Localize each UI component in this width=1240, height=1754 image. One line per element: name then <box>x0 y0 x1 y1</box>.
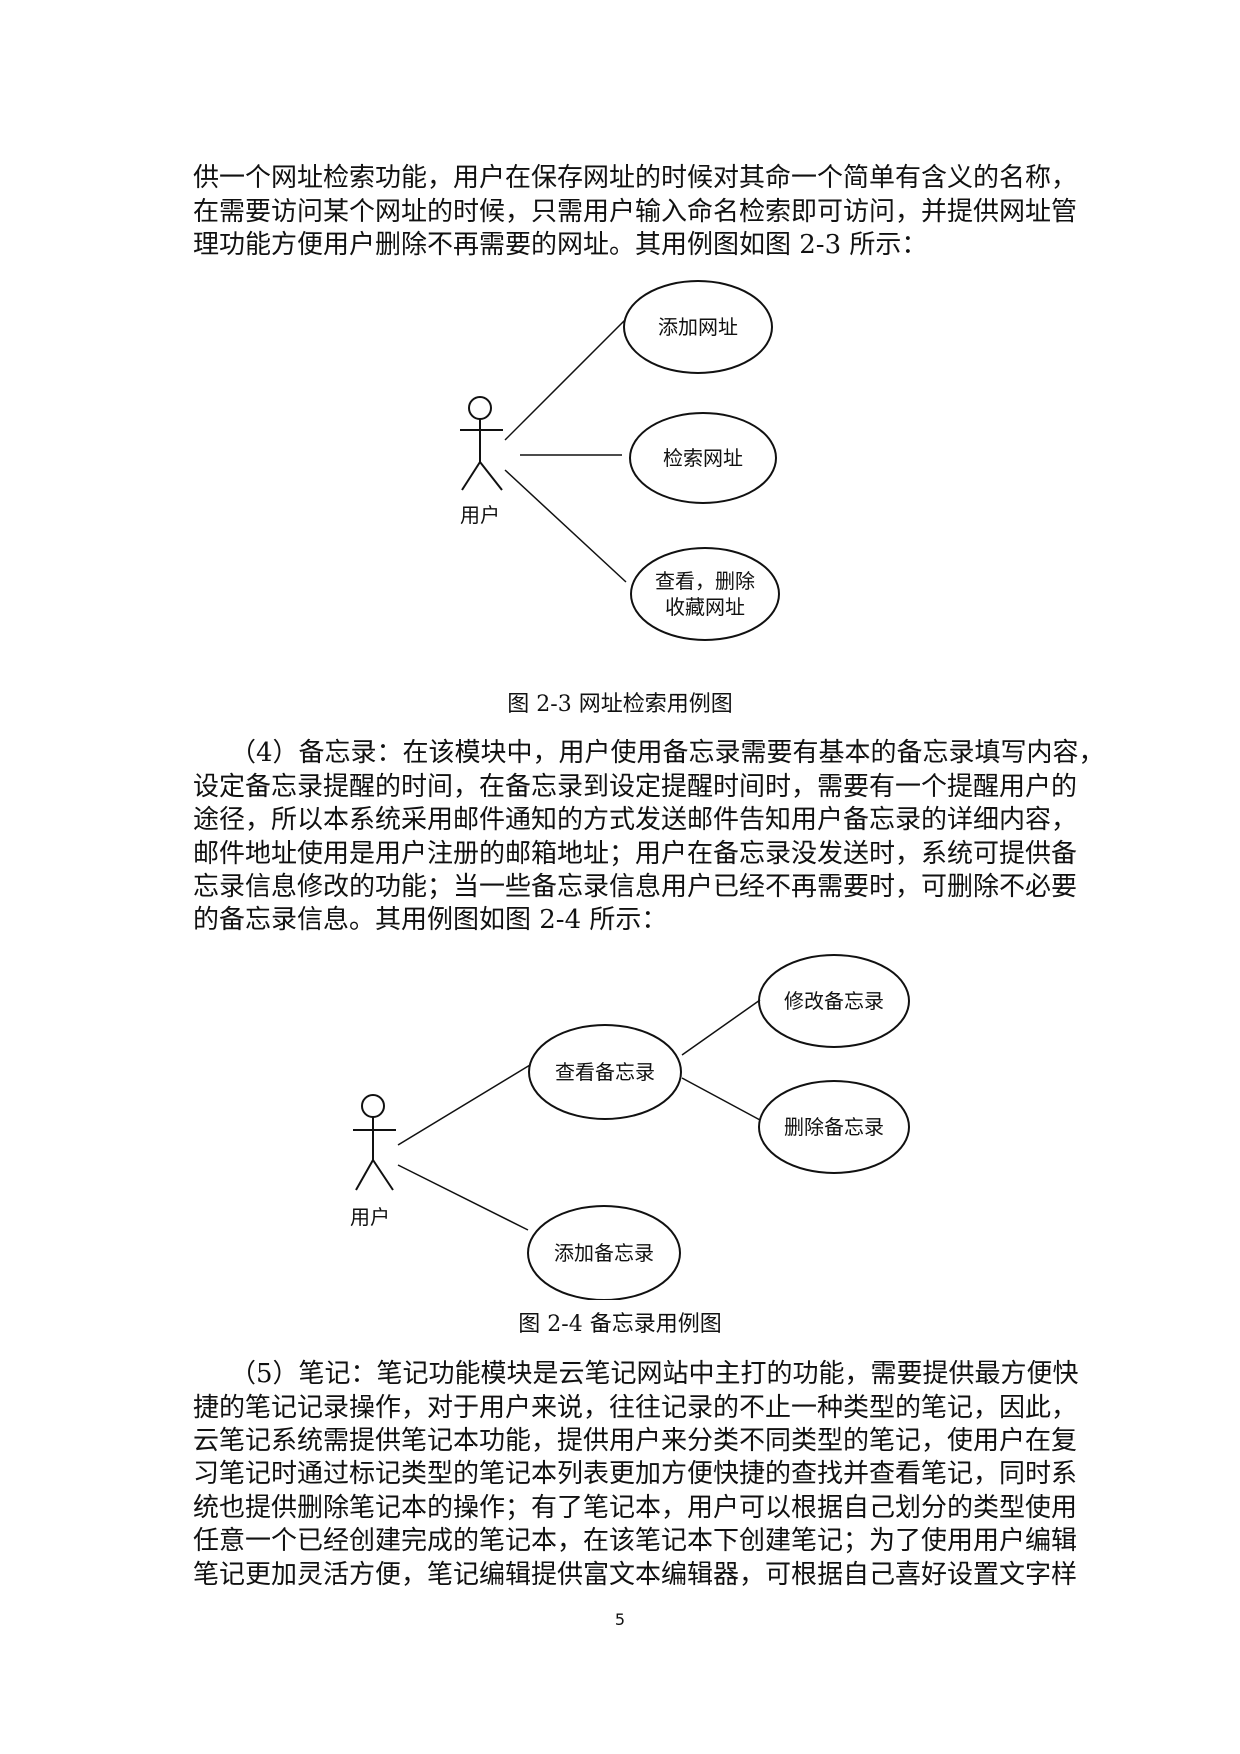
usecase-search-url <box>629 412 777 504</box>
text-line: 统也提供删除笔记本的操作；有了笔记本，用户可以根据自己划分的类型使用 <box>193 1493 1078 1523</box>
association-lines <box>504 319 627 583</box>
usecase-view-delete-url <box>630 547 780 641</box>
figure-caption: 图 2-3 网址检索用例图 <box>507 692 733 717</box>
usecase-add-url-label: 添加网址 <box>658 315 738 339</box>
usecase-view-memo <box>528 1024 682 1120</box>
actor-icon <box>460 396 503 491</box>
text-line: 笔记更加灵活方便，笔记编辑提供富文本编辑器，可根据自己喜好设置文字样 <box>193 1560 1078 1590</box>
figure-caption: 图 2-4 备忘录用例图 <box>518 1312 722 1337</box>
usecase-edit-memo <box>758 954 910 1048</box>
usecase-search-url-label: 检索网址 <box>663 446 743 470</box>
text-line: 途径，所以本系统采用邮件通知的方式发送邮件告知用户备忘录的详细内容， <box>193 805 1078 835</box>
usecase-add-memo-label: 添加备忘录 <box>554 1241 654 1265</box>
actor-label: 用户 <box>350 1205 390 1229</box>
usecase-add-url <box>623 280 773 374</box>
actor-label: 用户 <box>460 503 500 527</box>
usecase-view-delete-label-1: 查看，删除 <box>655 569 755 593</box>
text-line: 设定备忘录提醒的时间，在备忘录到设定提醒时间时，需要有一个提醒用户的 <box>193 772 1078 802</box>
actor-icon <box>353 1094 396 1191</box>
usecase-delete-memo <box>758 1080 910 1174</box>
usecase-view-delete-label-2: 收藏网址 <box>665 595 745 619</box>
usecase-view-memo-label: 查看备忘录 <box>555 1060 655 1084</box>
text-line: 在需要访问某个网址的时候，只需用户输入命名检索即可访问，并提供网址管 <box>193 197 1078 227</box>
text-line: 理功能方便用户删除不再需要的网址。其用例图如图 2-3 所示： <box>193 230 928 260</box>
text-line: 的备忘录信息。其用例图如图 2-4 所示： <box>193 905 668 935</box>
text-line: 忘录信息修改的功能；当一些备忘录信息用户已经不再需要时，可删除不必要 <box>193 872 1078 902</box>
usecase-diagram-url-search: 用户 添加网址 检索网址 查看，删除 收藏网址 <box>460 280 780 641</box>
usecase-add-memo <box>527 1205 681 1300</box>
text-line: 捷的笔记记录操作，对于用户来说，往往记录的不止一种类型的笔记，因此， <box>193 1393 1078 1423</box>
usecase-diagram-memo: 用户 查看备忘录 修改备忘录 删除备忘录 添加备忘录 <box>350 954 910 1300</box>
text-line: 任意一个已经创建完成的笔记本，在该笔记本下创建笔记；为了使用用户编辑 <box>193 1526 1078 1556</box>
usecase-edit-memo-label: 修改备忘录 <box>784 989 884 1013</box>
text-line: 供一个网址检索功能，用户在保存网址的时候对其命一个简单有含义的名称， <box>193 163 1078 193</box>
text-line: （5）笔记：笔记功能模块是云笔记网站中主打的功能，需要提供最方便快 <box>230 1359 1079 1389</box>
text-line: 云笔记系统需提供笔记本功能，提供用户来分类不同类型的笔记，使用户在复 <box>193 1426 1078 1456</box>
usecase-delete-memo-label: 删除备忘录 <box>784 1115 884 1139</box>
association-lines <box>397 999 761 1231</box>
text-line: 邮件地址使用是用户注册的邮箱地址；用户在备忘录没发送时，系统可提供备 <box>193 839 1078 869</box>
page-number: 5 <box>614 1610 626 1629</box>
text-line: 习笔记时通过标记类型的笔记本列表更加方便快捷的查找并查看笔记，同时系 <box>193 1459 1078 1489</box>
text-line: （4）备忘录：在该模块中，用户使用备忘录需要有基本的备忘录填写内容， <box>230 738 1105 768</box>
